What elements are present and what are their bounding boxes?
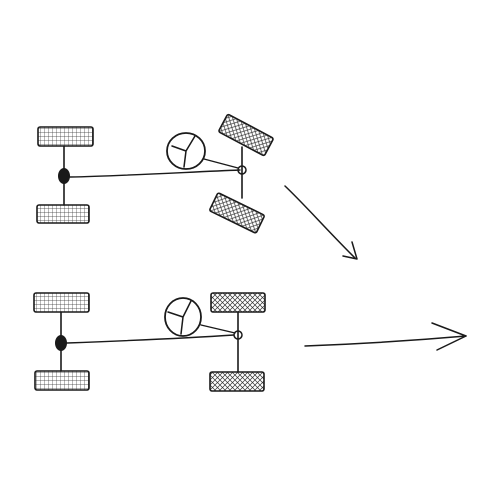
drive-shaft xyxy=(69,169,241,178)
panel-straight xyxy=(33,292,467,392)
steering-column xyxy=(200,324,236,334)
front-left-wheel-icon xyxy=(218,113,274,157)
steering-column xyxy=(203,158,239,169)
front-axle-joint-icon xyxy=(237,165,247,175)
front-axle-joint-icon xyxy=(233,330,243,340)
front-right-wheel-icon xyxy=(209,192,265,234)
rear-right-wheel-icon xyxy=(36,204,90,224)
rear-left-wheel-icon xyxy=(37,126,94,147)
drive-shaft xyxy=(66,334,235,344)
direction-arrow-icon xyxy=(304,322,467,351)
rear-axle xyxy=(36,126,94,224)
rear-right-wheel-icon xyxy=(34,370,90,391)
rear-axle-joint-icon xyxy=(58,168,70,184)
front-left-wheel-icon xyxy=(210,292,266,313)
direction-arrow-icon xyxy=(284,185,358,260)
front-axle xyxy=(209,292,266,392)
steering-wheel-icon xyxy=(166,132,239,170)
front-axle xyxy=(209,113,274,234)
rear-left-wheel-icon xyxy=(33,292,90,313)
steering-wheel-icon xyxy=(164,297,236,337)
rear-axle-joint-icon xyxy=(55,335,67,351)
panel-turning xyxy=(36,113,358,260)
front-right-wheel-icon xyxy=(209,371,265,392)
rear-axle xyxy=(33,292,90,391)
